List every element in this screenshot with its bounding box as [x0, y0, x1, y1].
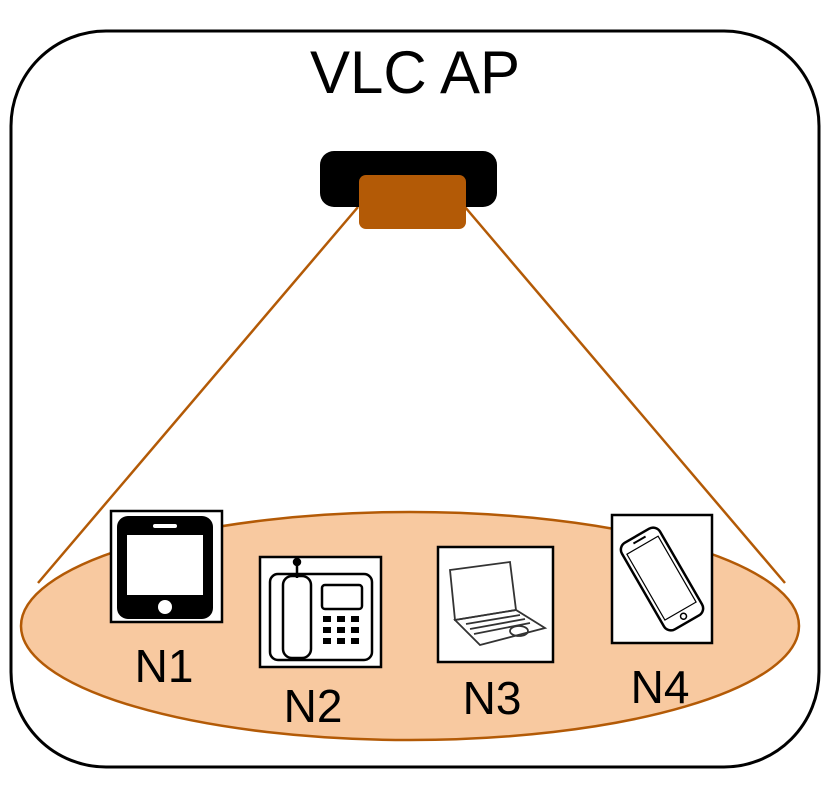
device-n2: N2	[258, 555, 383, 732]
beam-edge-left	[37, 206, 359, 584]
device-n1: N1	[109, 509, 224, 692]
smartphone-icon	[619, 526, 705, 632]
laptop-icon	[449, 560, 548, 647]
diagram-title: VLC AP	[310, 39, 520, 106]
desk-phone-icon	[268, 557, 374, 662]
device-label: N3	[463, 672, 522, 724]
device-label: N1	[135, 640, 194, 692]
device-label: N4	[631, 661, 690, 713]
access-point-icon	[320, 151, 497, 229]
tablet-icon	[117, 516, 213, 619]
device-box	[258, 555, 383, 669]
device-n3: N3	[436, 545, 555, 724]
beam-edge-right	[464, 206, 786, 584]
device-n4: N4	[610, 513, 714, 713]
device-label: N2	[284, 680, 343, 732]
room-frame	[9, 29, 821, 769]
lamp-lens	[359, 175, 466, 229]
device-box	[436, 545, 555, 664]
